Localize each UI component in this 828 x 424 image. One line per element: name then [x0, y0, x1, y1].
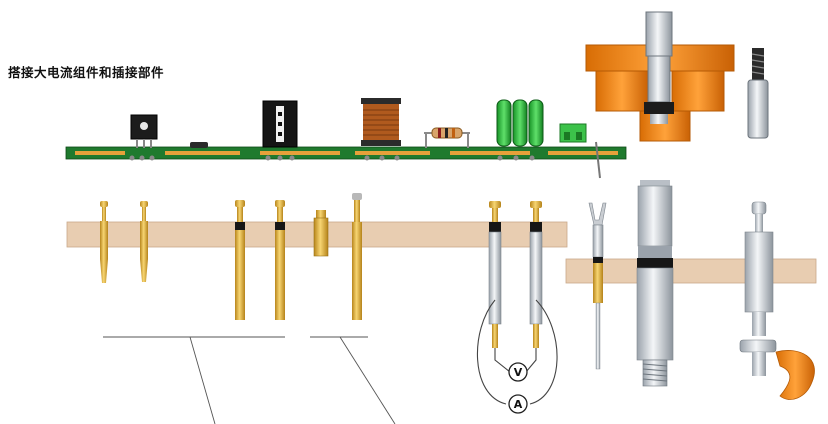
resistor [424, 127, 470, 148]
leader-lines [103, 336, 396, 424]
smd-chip [190, 142, 208, 148]
test-plate-right [565, 258, 817, 284]
transistor-component [130, 114, 158, 148]
ammeter-icon: A [508, 394, 528, 414]
terminal-block [559, 123, 587, 143]
long-pin-2 [275, 200, 285, 320]
voltmeter-label: V [514, 366, 523, 379]
measurement-wires [477, 299, 558, 405]
tall-pin [352, 193, 362, 320]
elbow-probe [739, 201, 815, 400]
kelvin-probe-2 [529, 201, 543, 348]
long-pin-1 [235, 200, 245, 320]
fork-probe [588, 202, 607, 370]
pcb-board [65, 146, 627, 160]
pcb-traces [75, 151, 618, 155]
capacitor-group [496, 99, 544, 147]
socket-pin [313, 210, 329, 257]
orange-socket-cutaway [585, 11, 735, 142]
inductor-coil [361, 98, 401, 146]
voltmeter-icon: V [508, 362, 528, 382]
ammeter-label: A [514, 398, 523, 411]
threaded-pin [747, 48, 769, 139]
short-pin-2 [140, 201, 148, 282]
page-title: 搭接大电流组件和插接部件 [8, 65, 165, 80]
pcb-assembly [65, 98, 627, 179]
board-pin [595, 141, 601, 179]
connector-block [262, 100, 298, 148]
short-pin-1 [100, 201, 108, 283]
kelvin-probe-1 [488, 201, 502, 348]
large-current-probe [636, 180, 674, 387]
solder-joints [129, 155, 535, 161]
